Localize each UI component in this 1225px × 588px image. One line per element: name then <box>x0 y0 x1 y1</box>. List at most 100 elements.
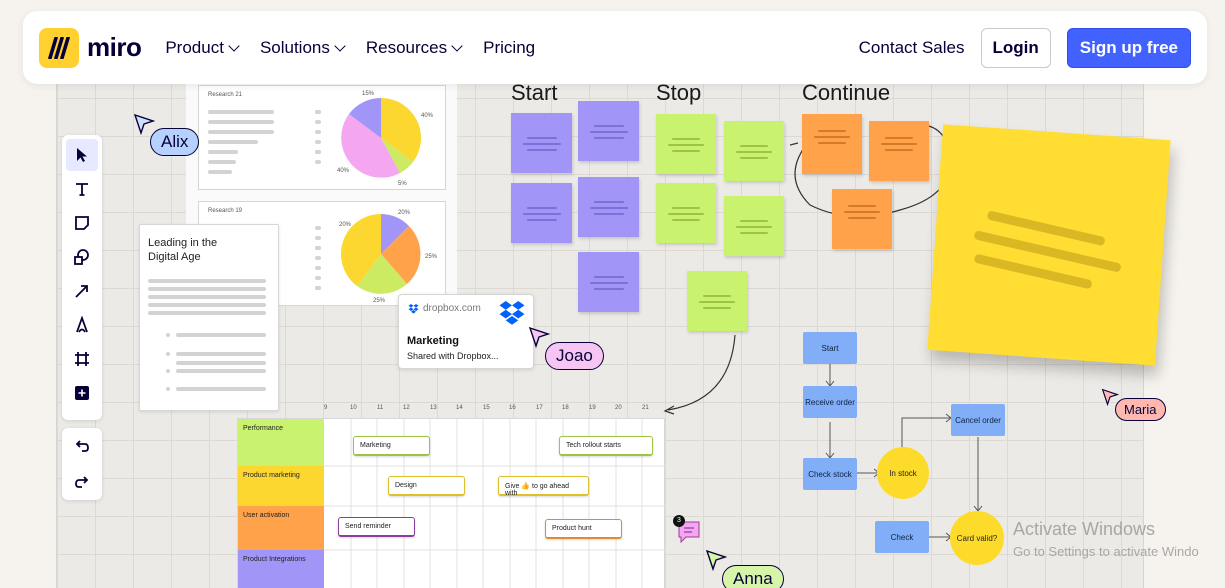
flow-node-check[interactable]: Check <box>875 521 929 553</box>
undo-icon <box>75 440 89 452</box>
nav-product-label: Product <box>165 37 224 57</box>
timeline-day: 18 <box>562 405 569 411</box>
collaborator-cursor-joao: Joao <box>545 342 604 370</box>
cursor-pointer-icon <box>133 113 155 135</box>
arrow-tool[interactable] <box>66 275 98 307</box>
pie-label: 5% <box>398 181 407 187</box>
sticky-note-tool[interactable] <box>66 207 98 239</box>
text-tool[interactable] <box>66 173 98 205</box>
chevron-down-icon <box>451 39 463 52</box>
frame-icon <box>75 352 89 366</box>
nav-resources[interactable]: Resources <box>365 37 463 58</box>
timeline-task[interactable]: Design <box>388 476 465 496</box>
sticky-note[interactable] <box>656 183 716 243</box>
timeline-row-label: Product Integrations <box>238 550 324 588</box>
shapes-tool[interactable] <box>66 241 98 273</box>
brand-name: miro <box>87 32 142 62</box>
add-tool[interactable] <box>66 377 98 409</box>
pie-chart-research-21 <box>341 98 421 178</box>
document-title: Leading in the Digital Age <box>148 236 217 264</box>
timeline-task[interactable]: Give 👍 to go ahead with <box>498 476 589 497</box>
sticky-note[interactable] <box>724 196 784 256</box>
timeline-day: 14 <box>456 405 463 411</box>
dropbox-file-subtitle: Shared with Dropbox... <box>407 351 499 361</box>
timeline-board[interactable]: Performance Product marketing User activ… <box>237 418 666 588</box>
main-nav: Product Solutions Resources Pricing <box>165 38 535 58</box>
research-card-title: Research 21 <box>208 92 243 98</box>
nav-pricing[interactable]: Pricing <box>483 38 535 58</box>
pie-label: 25% <box>373 298 386 304</box>
collaborator-cursor-anna: Anna <box>722 565 784 588</box>
retro-start-title: Start <box>511 80 558 105</box>
nav-solutions-label: Solutions <box>259 37 330 57</box>
nav-product[interactable]: Product <box>165 37 240 58</box>
flow-node-start[interactable]: Start <box>803 332 857 364</box>
pie-label: 25% <box>425 254 438 260</box>
flow-node-receive-order[interactable]: Receive order <box>803 386 857 418</box>
dropbox-file-title: Marketing <box>407 335 459 347</box>
comment-bubble[interactable]: 3 <box>673 515 700 544</box>
retro-continue-title: Continue <box>802 80 891 105</box>
timeline-task[interactable]: Product hunt <box>545 519 622 539</box>
document-card[interactable]: Leading in the Digital Age <box>139 224 279 411</box>
history-toolbar <box>62 428 102 500</box>
comment-icon <box>678 521 700 544</box>
sticky-note[interactable] <box>869 121 929 181</box>
redo-button[interactable] <box>66 466 98 498</box>
timeline-day: 20 <box>615 405 622 411</box>
dropbox-source: dropbox.com <box>423 303 481 314</box>
sticky-note[interactable] <box>511 113 572 173</box>
sticky-note[interactable] <box>724 121 784 181</box>
pie-chart-research-19 <box>341 214 421 294</box>
flow-node-check-stock[interactable]: Check stock <box>803 458 857 490</box>
flow-node-cancel-order[interactable]: Cancel order <box>951 404 1005 436</box>
contact-sales-link[interactable]: Contact Sales <box>858 37 965 57</box>
timeline-row-label: User activation <box>238 506 324 550</box>
pen-icon <box>76 316 88 333</box>
timeline-day: 12 <box>403 405 410 411</box>
sticky-note-icon <box>75 216 89 230</box>
timeline-day: 21 <box>642 405 649 411</box>
shapes-icon <box>74 249 89 265</box>
comment-count-badge: 3 <box>673 515 685 527</box>
timeline-days-header: 9 10 11 12 13 14 15 16 17 18 19 20 21 <box>320 404 660 416</box>
timeline-day: 13 <box>430 405 437 411</box>
research-card-title: Research 19 <box>208 208 243 214</box>
timeline-day: 19 <box>589 405 596 411</box>
nav-resources-label: Resources <box>365 37 448 57</box>
timeline-task[interactable]: Send reminder <box>338 517 415 537</box>
flow-node-in-stock[interactable]: In stock <box>877 447 929 499</box>
sticky-note[interactable] <box>656 114 716 174</box>
sticky-note[interactable] <box>802 114 862 174</box>
select-tool[interactable] <box>66 139 98 171</box>
timeline-task[interactable]: Marketing <box>353 436 430 456</box>
sticky-note[interactable] <box>578 252 639 312</box>
miro-logo[interactable]: miro <box>39 27 142 68</box>
timeline-day: 16 <box>509 405 516 411</box>
flowchart-connectors <box>825 364 983 542</box>
sticky-note[interactable] <box>578 101 639 161</box>
sticky-note[interactable] <box>511 183 572 243</box>
pen-tool[interactable] <box>66 309 98 341</box>
cursor-pointer-icon <box>1101 388 1119 406</box>
dropbox-logo-icon <box>499 301 525 325</box>
nav-solutions[interactable]: Solutions <box>259 37 346 58</box>
signup-button[interactable]: Sign up free <box>1066 27 1191 68</box>
flow-node-card-valid[interactable]: Card valid? <box>950 511 1004 565</box>
document-title-line: Leading in the <box>148 237 218 249</box>
sticky-note[interactable] <box>687 271 747 331</box>
timeline-row-label: Product marketing <box>238 466 324 506</box>
undo-button[interactable] <box>66 430 98 462</box>
research-card-21[interactable]: Research 21 15% 40% 40% 5% <box>198 85 446 190</box>
add-icon <box>75 386 89 400</box>
pie-label: 20% <box>398 210 411 216</box>
login-button[interactable]: Login <box>980 27 1051 68</box>
frame-tool[interactable] <box>66 343 98 375</box>
timeline-task[interactable]: Tech rollout starts <box>559 436 653 456</box>
dropbox-embed-card[interactable]: dropbox.com Marketing Shared with Dropbo… <box>398 294 534 369</box>
sticky-note[interactable] <box>832 189 892 249</box>
timeline-day: 17 <box>536 405 543 411</box>
sticky-note[interactable] <box>578 177 639 237</box>
timeline-day: 15 <box>483 405 490 411</box>
timeline-day: 9 <box>324 405 328 411</box>
